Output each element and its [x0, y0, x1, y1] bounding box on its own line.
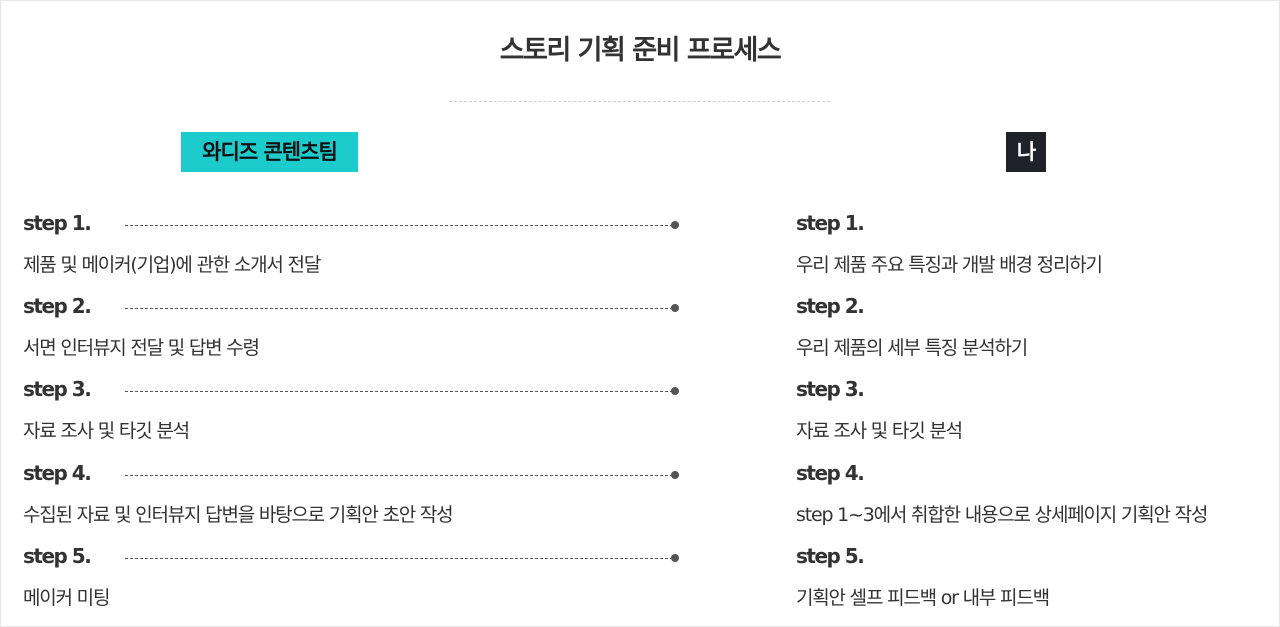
step-connector-line: [125, 475, 673, 476]
right-step-label: step 2.: [796, 294, 865, 318]
left-step-desc: 제품 및 메이커(기업)에 관한 소개서 전달: [23, 254, 321, 276]
right-column-badge: 나: [1006, 132, 1046, 172]
right-step-desc: 기획안 셀프 피드백 or 내부 피드백: [796, 587, 1050, 609]
step-connector-dot: [671, 471, 679, 479]
step-connector-dot: [671, 387, 679, 395]
left-step-label: step 1.: [23, 211, 92, 235]
step-connector-line: [125, 391, 673, 392]
left-step-label: step 2.: [23, 294, 92, 318]
step-connector-line: [125, 558, 673, 559]
right-step-desc: 자료 조사 및 타깃 분석: [796, 420, 963, 442]
right-step-label: step 5.: [796, 544, 865, 568]
step-connector-line: [125, 225, 673, 226]
title-divider: [449, 101, 830, 102]
right-step-label: step 3.: [796, 377, 865, 401]
right-step-label: step 4.: [796, 461, 865, 485]
left-step-desc: 서면 인터뷰지 전달 및 답변 수령: [23, 337, 260, 359]
left-step-label: step 5.: [23, 544, 92, 568]
left-step-desc: 수집된 자료 및 인터뷰지 답변을 바탕으로 기획안 초안 작성: [23, 504, 454, 526]
right-step-label: step 1.: [796, 211, 865, 235]
left-step-desc: 메이커 미팅: [23, 587, 110, 609]
right-step-desc: 우리 제품의 세부 특징 분석하기: [796, 337, 1028, 359]
step-connector-line: [125, 308, 673, 309]
left-step-label: step 3.: [23, 377, 92, 401]
left-step-desc: 자료 조사 및 타깃 분석: [23, 420, 190, 442]
page-title: 스토리 기획 준비 프로세스: [499, 35, 782, 66]
step-connector-dot: [671, 554, 679, 562]
right-step-desc: 우리 제품 주요 특징과 개발 배경 정리하기: [796, 254, 1103, 276]
left-column-badge: 와디즈 콘텐츠팀: [181, 132, 358, 172]
left-step-label: step 4.: [23, 461, 92, 485]
right-step-desc: step 1~3에서 취합한 내용으로 상세페이지 기획안 작성: [796, 504, 1208, 526]
step-connector-dot: [671, 221, 679, 229]
step-connector-dot: [671, 304, 679, 312]
